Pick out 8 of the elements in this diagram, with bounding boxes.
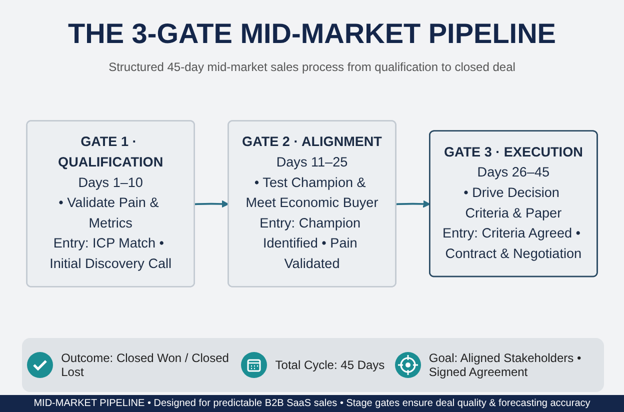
summary-text: Outcome: Closed Won / Closed Lost xyxy=(61,351,230,379)
arrow xyxy=(194,200,229,208)
subtitle: Structured 45-day mid-market sales process from qualification to closed deal xyxy=(108,60,516,74)
footer-text: MID-MARKET PIPELINE • Designed for predictable B2B SaaS sales • Stage gates ensure deal quality & forecasting accuracy xyxy=(34,397,590,411)
summary-text: Goal: Aligned Stakeholders • Signed Agreement xyxy=(428,351,582,379)
summary-text: Total Cycle: 45 Days xyxy=(275,358,385,372)
arrow xyxy=(396,200,430,208)
title: THE 3-GATE MID-MARKET PIPELINE xyxy=(67,18,557,50)
